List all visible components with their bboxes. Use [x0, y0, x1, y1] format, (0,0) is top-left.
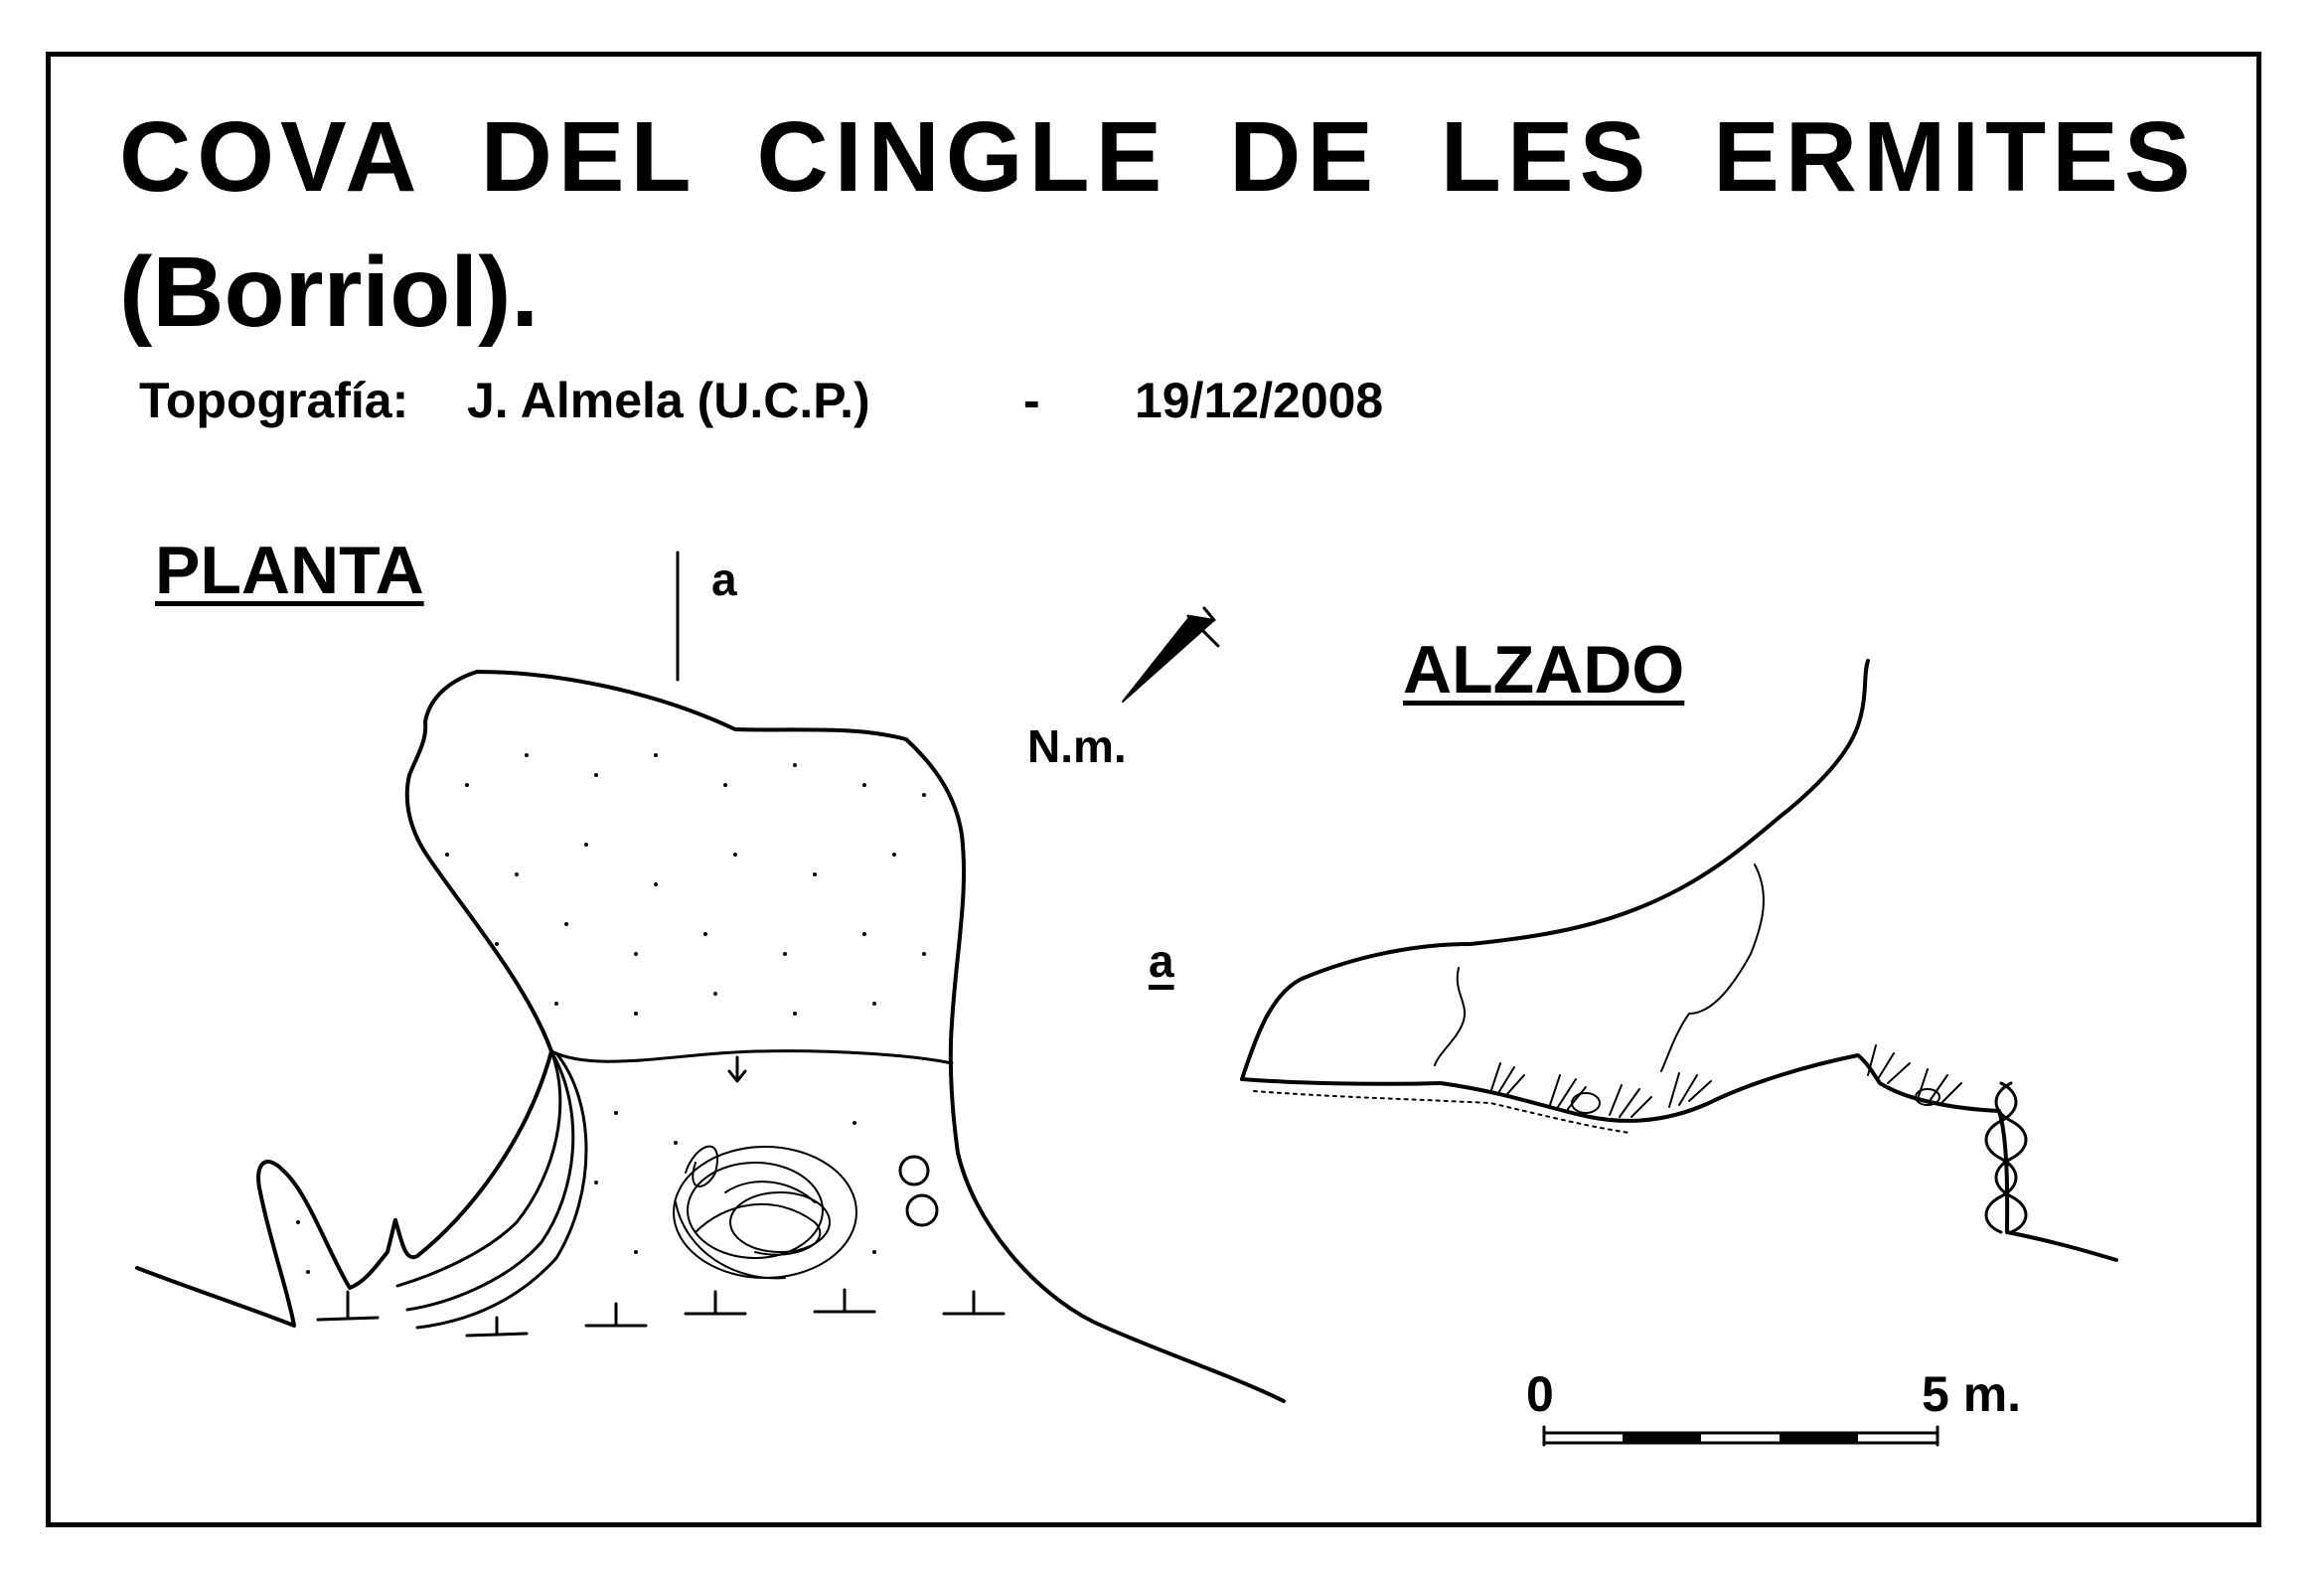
plan-label: PLANTA [155, 533, 424, 608]
cave-municipality: (Borriol). [119, 237, 540, 348]
plan-inner-rim-3 [415, 1051, 588, 1330]
elevation-crack-2 [1660, 864, 1765, 1072]
elevation-vegetation [1489, 1044, 1962, 1118]
elevation-ceiling-profile [1240, 659, 1870, 1081]
plan-drip-line [549, 1049, 954, 1065]
plan-cave-outline [135, 670, 1286, 1403]
plan-ground-ticks [316, 1288, 1006, 1338]
survey-separator: - [1023, 373, 1040, 428]
elevation-rock-2 [1915, 1088, 1940, 1106]
scale-end-label: 5 m. [1922, 1366, 2022, 1422]
elevation-label: ALZADO [1403, 632, 1685, 708]
elevation-pitch-rope-icon [1984, 1081, 2028, 1234]
plan-inner-rim-1 [395, 1049, 562, 1288]
survey-author: J. Almela (U.C.P.) [467, 373, 870, 428]
drop-arrow [727, 1055, 747, 1083]
survey-label: Topografía: [139, 373, 409, 428]
north-label: N.m. [1027, 720, 1127, 772]
plan-floor-stipple [296, 753, 926, 1274]
stone-symbol-1 [898, 1155, 930, 1186]
plan-boulder-pile [673, 1145, 857, 1280]
scale-bar [1542, 1425, 1939, 1447]
north-arrow-icon [1122, 606, 1220, 703]
map-frame [46, 52, 2261, 1527]
scale-start-label: 0 [1526, 1366, 1554, 1422]
cave-title: COVA DEL CINGLE DE LES ERMITES [119, 101, 2197, 213]
elevation-crack-1 [1434, 967, 1467, 1066]
elevation-rock-1 [1571, 1092, 1601, 1114]
elevation-floor-profile [1240, 1053, 2118, 1262]
stone-symbol-2 [905, 1193, 939, 1227]
plan-section-marker: a [711, 553, 737, 605]
survey-date: 19/12/2008 [1135, 373, 1384, 428]
plan-inner-rim-2 [405, 1049, 575, 1312]
elevation-sediment [1253, 1090, 1630, 1134]
elevation-section-marker: a [1149, 935, 1174, 987]
